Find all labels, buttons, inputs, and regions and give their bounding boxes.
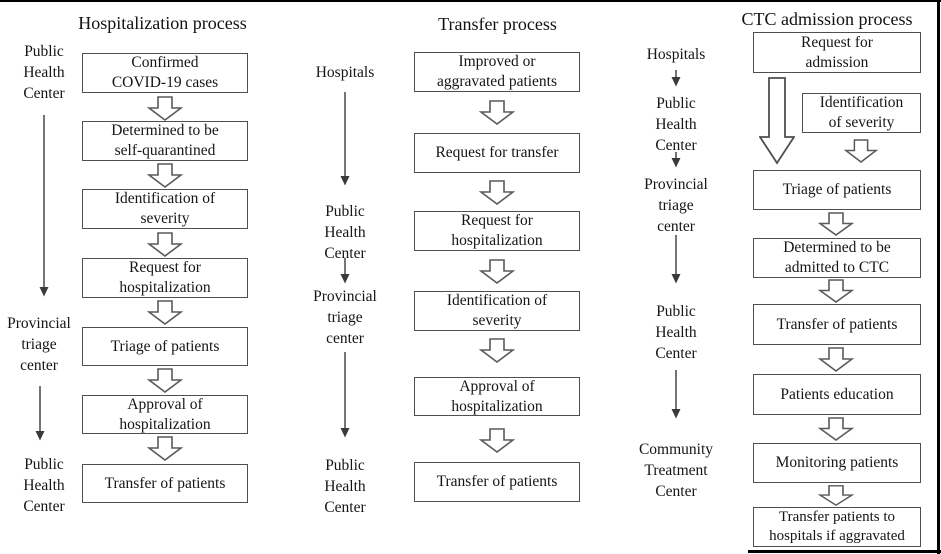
step-request-for-hospitalization: Request for hospitalization <box>414 211 580 251</box>
step-identification-of-severity: Identification of severity <box>802 93 921 133</box>
actor-provincial-triage-center: Provincial triage center <box>644 176 708 235</box>
actor-provincial-triage-center: Provincial triage center <box>7 315 71 374</box>
step-request-for-transfer: Request for transfer <box>414 133 580 173</box>
step-triage-of-patients: Triage of patients <box>753 170 921 210</box>
actor-down-arrow-icon <box>671 235 681 284</box>
actor-hospitals: Hospitals <box>315 64 375 81</box>
step-request-for-admission: Request for admission <box>753 32 921 73</box>
actor-public-health-center: Public Health Center <box>324 203 366 262</box>
step-triage-of-patients: Triage of patients <box>82 327 248 366</box>
transfer-process-title: Transfer process <box>438 14 557 34</box>
actor-down-arrow-icon <box>35 386 45 441</box>
flow-down-arrow-icon <box>844 139 878 163</box>
actor-down-arrow-icon <box>671 152 681 168</box>
actor-down-arrow-icon <box>340 258 350 284</box>
step-monitoring-patients: Monitoring patients <box>753 443 921 483</box>
flow-down-arrow-icon <box>147 300 183 325</box>
flow-down-arrow-icon <box>479 259 515 284</box>
step-approval-of-hospitalization: Approval of hospitalization <box>414 377 580 416</box>
step-request-for-hospitalization: Request for hospitalization <box>82 258 248 298</box>
flow-down-arrow-icon <box>818 347 854 372</box>
flow-down-arrow-icon <box>479 100 515 125</box>
flow-down-arrow-icon <box>818 279 854 303</box>
flow-down-arrow-icon <box>147 368 183 393</box>
flow-down-arrow-icon <box>147 232 183 257</box>
actor-down-arrow-icon <box>671 370 681 419</box>
actor-down-arrow-icon <box>39 115 49 297</box>
actor-hospitals: Hospitals <box>646 46 706 63</box>
actor-provincial-triage-center: Provincial triage center <box>313 288 377 347</box>
step-identification-of-severity: Identification of severity <box>414 291 580 331</box>
flow-down-arrow-icon <box>147 163 183 188</box>
actor-public-health-center: Public Health Center <box>655 95 697 154</box>
actor-public-health-center: Public Health Center <box>655 303 697 362</box>
step-determined-admitted-to-ctc: Determined to be admitted to CTC <box>753 238 921 278</box>
flow-down-arrow-icon <box>479 428 515 453</box>
flow-down-arrow-icon <box>147 436 183 461</box>
step-determined-self-quarantined: Determined to be self-quarantined <box>82 121 248 161</box>
actor-public-health-center: Public Health Center <box>23 456 65 515</box>
step-transfer-of-patients: Transfer of patients <box>753 304 921 345</box>
actor-public-health-center: Public Health Center <box>23 43 65 102</box>
step-identification-of-severity: Identification of severity <box>82 189 248 229</box>
step-approval-of-hospitalization: Approval of hospitalization <box>82 395 248 434</box>
actor-down-arrow-icon <box>340 352 350 438</box>
actor-down-arrow-icon <box>340 92 350 186</box>
figure-border-bottom <box>748 550 941 553</box>
flow-down-arrow-icon <box>818 417 854 441</box>
flow-down-arrow-icon <box>818 212 854 236</box>
flow-down-arrow-icon <box>147 96 183 121</box>
actor-down-arrow-icon <box>671 70 681 87</box>
tall-flow-down-arrow-icon <box>759 77 795 165</box>
step-transfer-of-patients: Transfer of patients <box>82 464 248 503</box>
figure-border-top <box>0 0 941 2</box>
step-patients-education: Patients education <box>753 374 921 415</box>
step-transfer-of-patients: Transfer of patients <box>414 462 580 502</box>
step-transfer-to-hospitals-if-aggravated: Transfer patients to hospitals if aggrav… <box>753 507 921 547</box>
flow-down-arrow-icon <box>479 338 515 363</box>
step-confirmed-covid19-cases: Confirmed COVID-19 cases <box>82 53 248 93</box>
flow-down-arrow-icon <box>479 180 515 205</box>
step-improved-or-aggravated-patients: Improved or aggravated patients <box>414 52 580 92</box>
flow-down-arrow-icon <box>818 485 854 506</box>
actor-public-health-center: Public Health Center <box>324 457 366 516</box>
ctc-admission-process-title: CTC admission process <box>741 9 913 29</box>
figure-border-right <box>937 0 940 554</box>
actor-community-treatment-center: Community Treatment Center <box>638 441 714 500</box>
hospitalization-process-title: Hospitalization process <box>78 13 247 33</box>
